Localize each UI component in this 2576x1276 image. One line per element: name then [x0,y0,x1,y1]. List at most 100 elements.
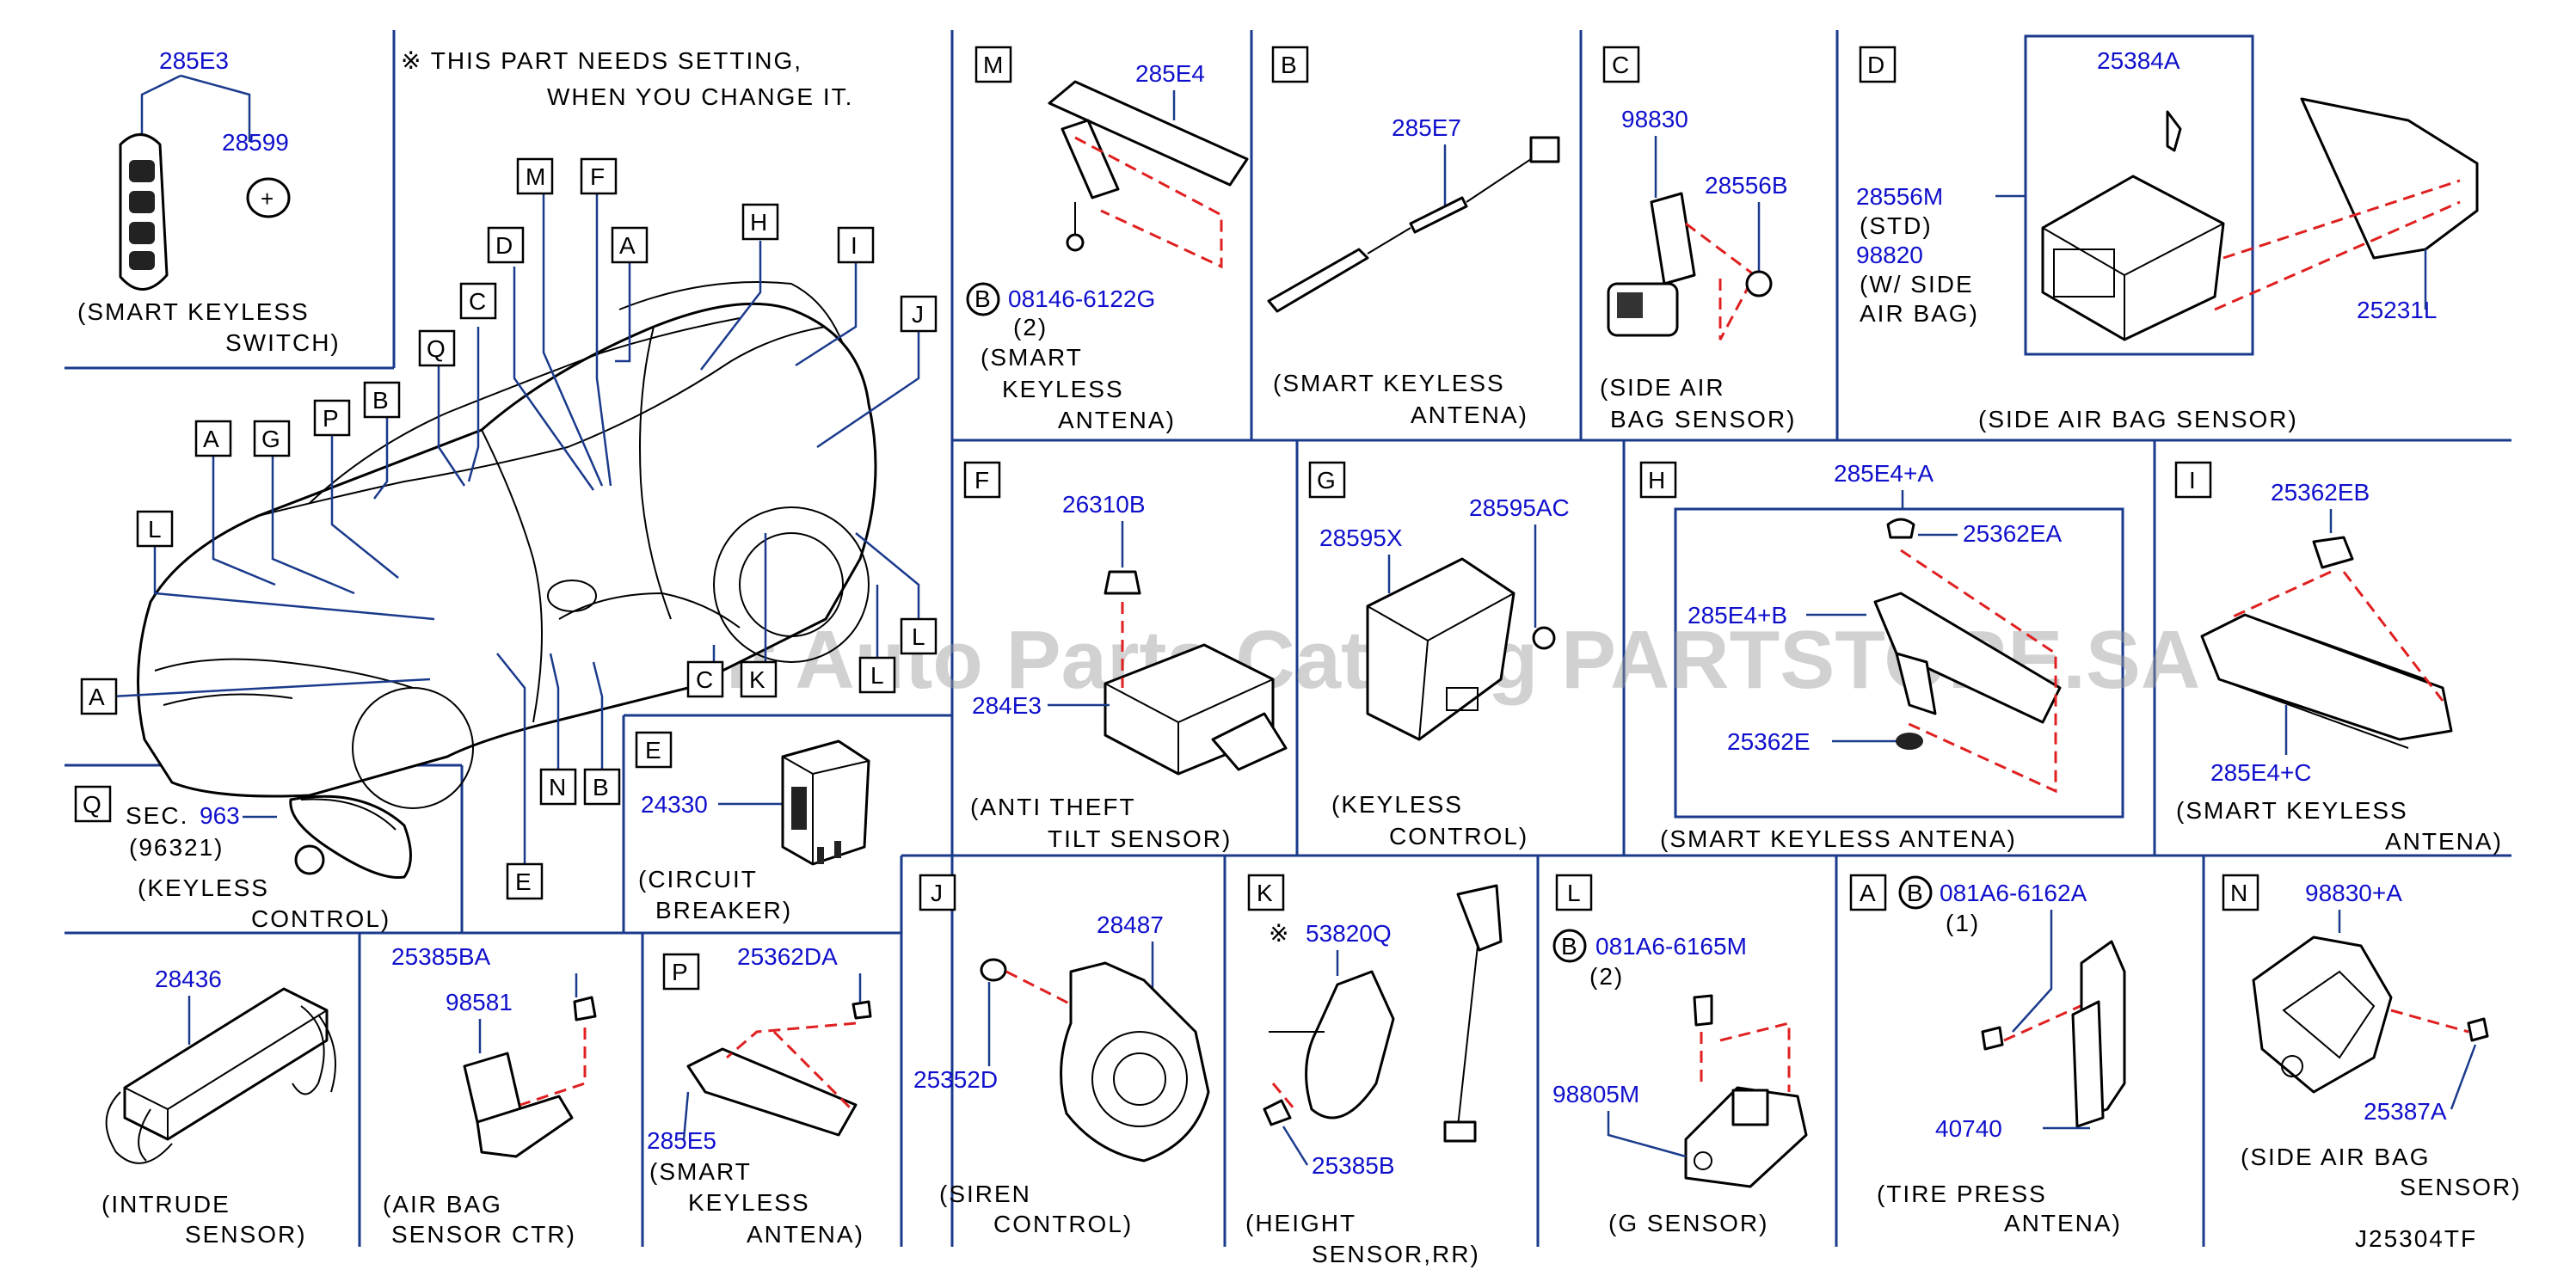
callout-m[interactable]: M [516,157,554,195]
callout-c[interactable]: C [686,660,724,698]
svg-text:B: B [1907,880,1923,906]
part-number[interactable]: 25362EA [1963,520,2063,547]
caption: (SIDE AIR [1600,374,1725,401]
callout-e[interactable]: E [506,862,544,900]
part-number[interactable]: 285E3 [159,47,229,74]
part-number[interactable]: 284E3 [972,692,1042,719]
section-letter: E [645,737,661,764]
part-number[interactable]: 285E7 [1392,114,1461,141]
qty: (2) [1013,314,1048,340]
antenna-wand-icon [1267,136,1560,313]
part-number[interactable]: 285E4+B [1688,602,1787,629]
circle-b-marker: B [1552,929,1587,963]
section-letter: C [1612,52,1629,78]
part-number[interactable]: 25362E [1727,728,1811,755]
caption: SENSOR) [2400,1174,2522,1200]
part-number[interactable]: 285E4+C [2210,759,2312,786]
section-j: J 28487 25352D (SIREN CONTROL) [913,874,1210,1237]
callout-p[interactable]: P [313,399,351,437]
caption: (CIRCUIT [638,866,758,893]
callout-q[interactable]: Q [418,329,456,367]
section-grid [65,30,2511,1247]
part-number[interactable]: 98830 [1621,106,1688,132]
g-sensor-icon [1684,994,1808,1188]
circle-b-marker: B [966,282,1000,316]
svg-text:B: B [1561,933,1577,960]
section-letter: N [2230,880,2247,906]
caption: (SMART [981,344,1083,371]
part-number[interactable]: 25362EB [2271,479,2370,506]
svg-text:N: N [549,774,566,801]
part-number[interactable]: 98805M [1552,1081,1639,1107]
part-number[interactable]: 285E4+A [1834,460,1934,487]
svg-text:A: A [203,426,219,452]
part-number[interactable]: 25231L [2357,297,2437,323]
section-l: L B 081A6-6165M (2) 98805M (G SENSOR) [1552,874,1808,1236]
part-number[interactable]: 28556B [1705,172,1788,199]
diagram-code: J25304TF [2355,1225,2477,1252]
caption: (SMART KEYLESS [2176,797,2408,824]
part-number[interactable]: 285E5 [647,1127,716,1154]
section-letter: H [1648,467,1665,494]
part-number[interactable]: 98830+A [2305,880,2402,906]
caption: CONTROL) [251,905,390,932]
caption: ANTENA) [1058,407,1176,433]
callout-b[interactable]: B [363,381,401,419]
svg-text:A: A [619,232,636,259]
part-number[interactable]: 40740 [1935,1115,2002,1142]
part-number[interactable]: 25387A [2364,1098,2447,1125]
part-number[interactable]: 25384A [2097,47,2180,74]
part-number[interactable]: 08146-6122G [1008,285,1155,312]
section-letter: J [931,880,943,906]
sec-number[interactable]: 963 [200,802,240,829]
part-number[interactable]: 25385BA [391,943,491,970]
part-number[interactable]: 25352D [913,1066,998,1093]
part-number[interactable]: 28595AC [1469,494,1570,521]
part-number[interactable]: 25362DA [737,943,838,970]
caption: KEYLESS [688,1189,810,1216]
callout-n[interactable]: N [539,768,577,806]
callout-a[interactable]: A [611,226,649,264]
section-letter: A [1860,880,1876,906]
callout-l[interactable]: L [858,656,896,694]
svg-text:I: I [851,232,858,259]
callout-j[interactable]: J [900,295,938,333]
callout-a[interactable]: A [80,678,118,715]
caption: (INTRUDE [101,1191,231,1218]
part-number[interactable]: 28599 [222,129,289,156]
part-number[interactable]: 28556M [1856,183,1943,210]
caption: (ANTI THEFT [970,794,1136,820]
caption: SENSOR,RR) [1312,1241,1480,1267]
svg-text:G: G [261,426,280,452]
callout-l[interactable]: L [900,617,938,655]
callout-h[interactable]: H [741,203,779,241]
part-number[interactable]: 081A6-6162A [1940,880,2087,906]
callout-c[interactable]: C [459,282,497,320]
part-number[interactable]: 28487 [1097,911,1164,938]
part-number[interactable]: 285E4 [1135,60,1205,87]
caption: (KEYLESS [1331,791,1463,818]
sec-label: SEC. [126,802,188,829]
svg-text:F: F [590,163,605,190]
callout-i[interactable]: I [837,226,875,264]
callout-b[interactable]: B [583,768,621,806]
callout-g[interactable]: G [253,420,291,457]
callout-d[interactable]: D [487,226,525,264]
part-number[interactable]: 53820Q [1306,920,1392,947]
section-g: G 28595AC 28595X (KEYLESS CONTROL) [1308,461,1570,850]
callout-a[interactable]: A [194,420,232,457]
caption: TILT SENSOR) [1048,825,1232,852]
callout-k[interactable]: K [740,660,778,698]
part-number[interactable]: 98820 [1856,242,1923,268]
part-number[interactable]: 28436 [155,966,222,992]
part-number[interactable]: 26310B [1062,491,1146,518]
part-number[interactable]: 24330 [641,791,708,818]
callout-l[interactable]: L [136,510,174,548]
part-number[interactable]: 28595X [1319,525,1403,551]
callout-f[interactable]: F [580,157,618,195]
section-smart-keyless-switch: 285E3 28599 + (SMART KEYLESS SWITCH) [77,47,339,356]
svg-text:C: C [696,666,713,693]
part-number[interactable]: 25385B [1312,1152,1395,1179]
part-number[interactable]: 081A6-6165M [1595,933,1747,960]
part-number[interactable]: 98581 [446,989,513,1015]
